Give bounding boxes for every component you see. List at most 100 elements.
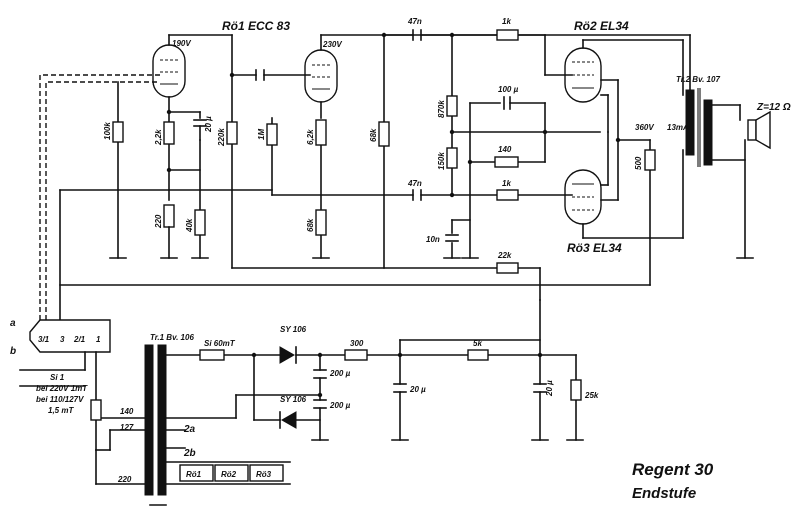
- res-150k-label: 150k: [437, 152, 446, 170]
- rectifier-1: [279, 346, 297, 364]
- cap-20u-top-label: 20 µ: [204, 116, 213, 133]
- res-5k-label: 5k: [473, 339, 482, 348]
- heater-ro3: Rö3: [256, 470, 272, 479]
- res-68k: [378, 121, 390, 147]
- cap-stage1-coupling: [255, 69, 265, 81]
- res-5k: [467, 349, 489, 361]
- res-150k: [446, 147, 458, 169]
- res-1k-mid: [496, 189, 519, 201]
- res-1k-top-label: 1k: [502, 17, 511, 26]
- voltage-190: 190V: [172, 39, 191, 48]
- current-13mA: 13mA: [667, 123, 689, 132]
- wires-main: [39, 34, 746, 321]
- mains-transformer: [144, 344, 167, 496]
- connector-label-b: b: [10, 346, 16, 357]
- res-25k-label: 25k: [584, 391, 599, 400]
- connector-pin-2: 3: [60, 335, 65, 344]
- mains-transformer-label: Tr.1 Bv. 106: [150, 333, 194, 342]
- res-68k-label: 68k: [369, 128, 378, 142]
- res-220-label: 220: [154, 214, 163, 229]
- tube-ro1-label: Rö1 ECC 83: [222, 19, 290, 33]
- fuse-si1-220: bei 220V 1mT: [36, 384, 88, 393]
- fuse-si1-110: bei 110/127V: [36, 395, 84, 404]
- heater-boxes: [179, 464, 284, 482]
- fuse-si-60-label: Si 60mT: [204, 339, 236, 348]
- res-6-2k-label: 6,2k: [306, 129, 315, 145]
- res-25k: [570, 379, 582, 401]
- connector-block: [29, 319, 111, 353]
- res-500: [644, 149, 656, 171]
- rectifier-2-label: SY 106: [280, 395, 307, 404]
- cap-10n: [445, 234, 459, 242]
- cap-47n-mid: [412, 189, 422, 201]
- res-1M-label: 1M: [257, 129, 266, 140]
- connector-pin-1: 3/1: [38, 335, 50, 344]
- res-220: [163, 204, 175, 228]
- winding-2b: 2b: [183, 448, 196, 459]
- res-22k: [496, 262, 519, 274]
- output-transformer-label: Tr.2 Bv. 107: [676, 75, 720, 84]
- cap-47n-top: [412, 29, 422, 41]
- res-100k: [112, 121, 124, 143]
- res-68k-b: [315, 209, 327, 236]
- res-220k: [226, 121, 238, 145]
- tap-140: 140: [120, 407, 134, 416]
- res-220k-label: 220k: [217, 128, 226, 147]
- junction-dots: [166, 32, 621, 398]
- res-100k-label: 100k: [103, 122, 112, 140]
- connector-label-a: a: [10, 318, 16, 329]
- rectifier-2: [279, 411, 297, 429]
- cap-200u-a-label: 200 µ: [329, 369, 351, 378]
- winding-2a: 2a: [183, 424, 196, 435]
- res-500-label: 500: [634, 156, 643, 170]
- cap-20u-b-label: 20 µ: [545, 380, 554, 397]
- heater-ro2: Rö2: [221, 470, 237, 479]
- res-2-2k-label: 2,2k: [154, 129, 163, 146]
- res-140: [494, 156, 519, 168]
- connector-pin-4: 1: [96, 335, 101, 344]
- cap-200u-a: [313, 369, 327, 379]
- tap-127: 127: [120, 423, 134, 432]
- cap-47n-top-label: 47n: [407, 17, 422, 26]
- cap-20u-top: [193, 119, 207, 141]
- cap-200u-b-label: 200 µ: [329, 401, 351, 410]
- rectifier-1-label: SY 106: [280, 325, 307, 334]
- speaker-icon: [747, 110, 771, 150]
- res-2-2k: [163, 121, 175, 145]
- fuse-si-1: [90, 399, 102, 421]
- res-300-label: 300: [350, 339, 364, 348]
- res-6-2k: [315, 119, 327, 146]
- tube-ro3: [564, 169, 602, 225]
- res-40k-label: 40k: [185, 218, 194, 233]
- fuse-si-60: [199, 349, 225, 361]
- cap-47n-mid-label: 47n: [407, 179, 422, 188]
- title-line-1: Regent 30: [632, 460, 714, 479]
- voltage-360: 360V: [635, 123, 654, 132]
- voltage-230: 230V: [322, 40, 342, 49]
- cap-20u-a: [393, 383, 407, 393]
- fuse-si1-val: 1,5 mT: [48, 406, 74, 415]
- speaker-impedance: Z=12 Ω: [756, 102, 791, 113]
- res-870k: [446, 95, 458, 117]
- heater-ro1: Rö1: [186, 470, 202, 479]
- output-transformer: [685, 88, 713, 167]
- cap-10n-label: 10n: [426, 235, 440, 244]
- res-1k-top: [496, 29, 519, 41]
- res-1M: [266, 123, 278, 146]
- tap-220: 220: [117, 475, 132, 484]
- cap-100u: [503, 96, 511, 110]
- connector-pin-3: 2/1: [73, 335, 86, 344]
- cap-100u-label: 100 µ: [498, 85, 519, 94]
- cap-20u-a-label: 20 µ: [409, 385, 426, 394]
- res-40k: [194, 209, 206, 236]
- tube-ro2-label: Rö2 EL34: [574, 19, 629, 33]
- cap-200u-b: [313, 399, 327, 409]
- tube-ro1-left: [152, 44, 186, 98]
- res-870k-label: 870k: [437, 100, 446, 118]
- res-22k-label: 22k: [497, 251, 512, 260]
- res-68k-b-label: 68k: [306, 218, 315, 232]
- res-140-label: 140: [498, 145, 512, 154]
- cap-20u-b: [533, 383, 547, 393]
- supply-wires: [19, 299, 577, 485]
